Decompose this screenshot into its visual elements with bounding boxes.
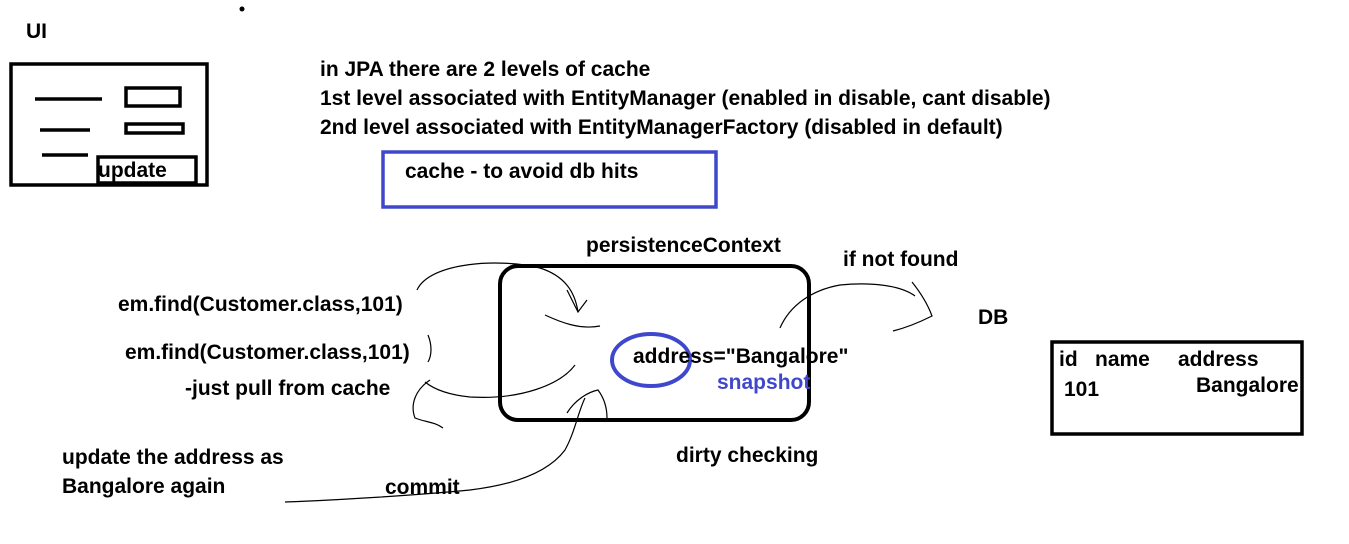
db-header-name: name [1095,348,1150,371]
find-arrow-tail [544,314,601,328]
pull-arrow [424,364,576,398]
commit-arrowhead [566,389,608,419]
commit-arrow [284,397,586,503]
db-cell-address: Bangalore [1196,374,1299,397]
cache-box-frame [381,150,718,209]
ui-input-1 [124,86,182,108]
note-line-2: 1st level associated with EntityManager … [320,87,1051,110]
note-line-1: in JPA there are 2 levels of cache [320,58,651,81]
update-note-line-2: Bangalore again [62,475,226,498]
update-button-label: update [98,159,167,182]
persistence-context-title: persistenceContext [586,234,781,257]
ui-title: UI [26,20,47,43]
ui-input-2 [124,122,185,135]
db-table-frame [1050,340,1304,436]
update-note-line-1: update the address as [62,446,284,469]
if-not-found-label: if not found [843,248,959,271]
ui-window-frame [9,62,209,187]
snapshot-label: snapshot [717,371,811,394]
pull-arrowhead [412,379,444,429]
ui-update-button-frame [96,155,198,185]
db-header-id: id [1059,348,1078,371]
persistence-entry: address="Bangalore" [633,345,849,368]
find-arrowhead [566,289,588,314]
pull-from-cache-note: -just pull from cache [185,377,391,400]
find-call-1: em.find(Customer.class,101) [118,293,403,316]
persistence-context-frame [498,264,811,422]
db-cell-id: 101 [1064,378,1100,401]
find-arrow [416,262,579,313]
dirty-checking-label: dirty checking [676,444,819,467]
note-line-3: 2nd level associated with EntityManagerF… [320,116,1003,139]
db-arrow [779,283,916,329]
db-header-address: address [1178,348,1259,371]
address-highlight-ellipse [610,332,692,388]
commit-label: commit [385,476,460,499]
pull-tick [427,334,432,363]
find-call-2: em.find(Customer.class,101) [125,341,410,364]
stray-dot [239,6,245,12]
cache-box-text: cache - to avoid db hits [405,160,639,183]
db-label: DB [978,306,1009,329]
db-arrowhead [892,281,933,332]
